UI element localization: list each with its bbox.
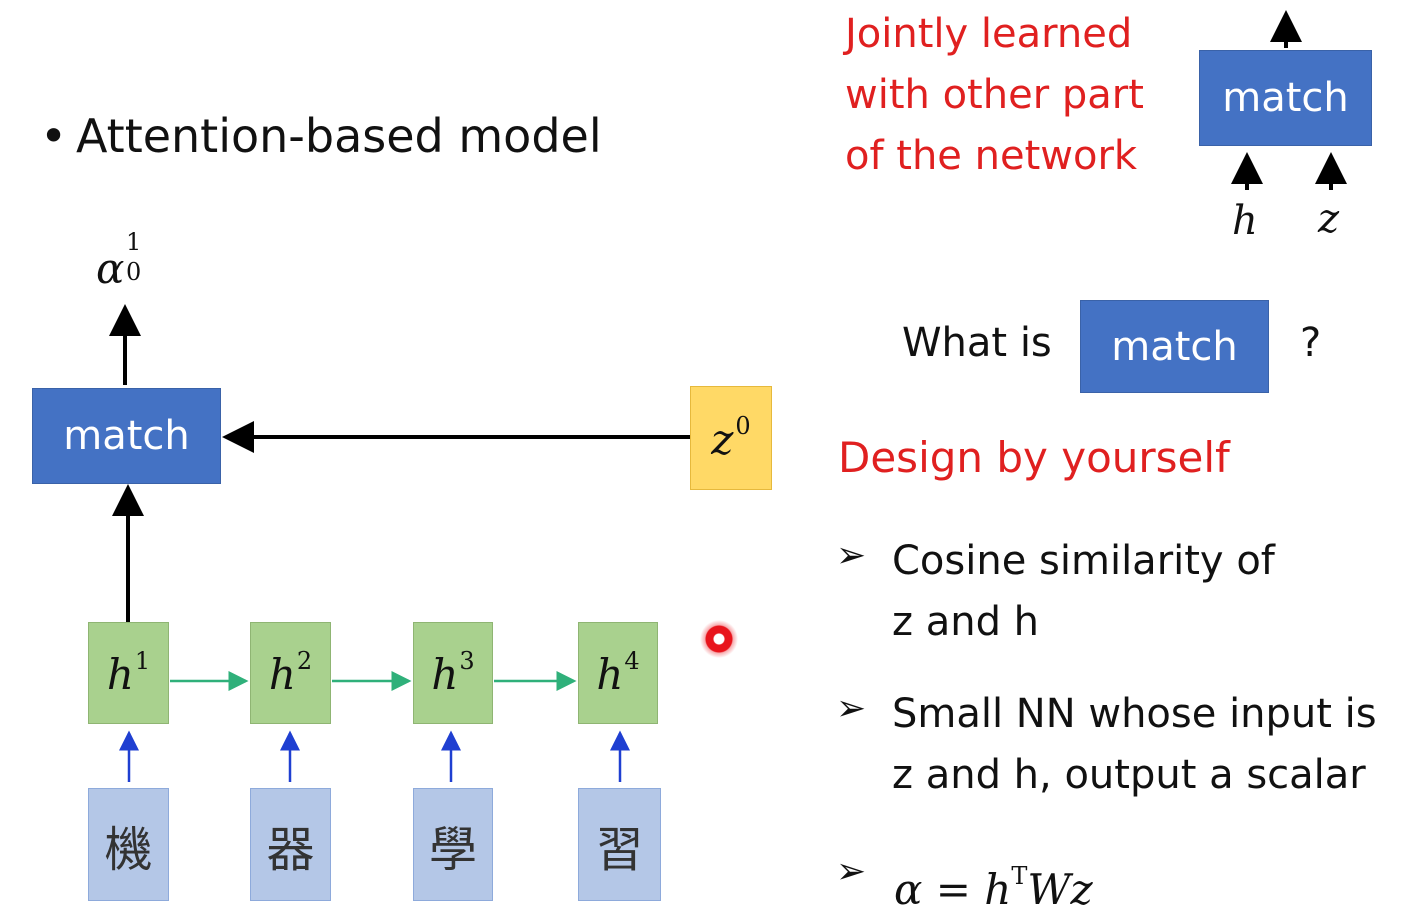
hidden-superscript: 1: [134, 647, 151, 675]
formula-rest: Wz: [1027, 865, 1093, 914]
hidden-superscript: 3: [459, 647, 475, 675]
formula-base: α = h: [894, 865, 1012, 914]
bullet-marker: •: [40, 109, 68, 163]
z0-box: z0: [690, 386, 772, 490]
input-char: 器: [266, 821, 315, 878]
hidden-base: h: [431, 650, 459, 699]
option-marker: ➢: [836, 535, 867, 576]
mini-match-box: match: [1199, 50, 1372, 146]
note-line: with other part: [845, 72, 1144, 118]
question-prefix: What is: [902, 320, 1052, 366]
match-label: match: [63, 413, 190, 459]
option-line: z and h, output a scalar: [892, 752, 1366, 798]
input-char: 機: [104, 821, 153, 878]
note-line: of the network: [845, 133, 1138, 179]
option-marker: ➢: [836, 851, 867, 892]
hidden-state-label: h2: [269, 647, 312, 699]
question-match-label: match: [1111, 323, 1238, 370]
alpha-label: α 1 0: [96, 228, 166, 298]
formula: α = hTWz: [894, 845, 1093, 921]
hidden-state-box: h1: [88, 622, 169, 724]
hidden-state-box: h4: [578, 622, 658, 724]
question-mark: ?: [1300, 320, 1322, 366]
input-char: 學: [428, 821, 477, 878]
hidden-state-box: h2: [250, 622, 331, 724]
match-box: match: [32, 388, 221, 484]
input-char: 習: [595, 821, 644, 878]
hidden-state-label: h4: [596, 647, 639, 699]
bullet-heading: •Attention-based model: [40, 108, 602, 164]
hidden-state-label: h1: [107, 647, 150, 699]
bullet-text: Attention-based model: [76, 109, 602, 163]
laser-pointer: [700, 620, 738, 658]
alpha-superscript: 1: [126, 228, 142, 256]
mini-z-label: z: [1318, 196, 1340, 242]
hidden-state-label: h3: [431, 647, 474, 699]
design-title: Design by yourself: [838, 433, 1230, 482]
z0-label: z0: [711, 412, 750, 464]
option-line: Small NN whose input is: [892, 691, 1377, 737]
jointly-learned-note: Jointly learned with other part of the n…: [845, 4, 1144, 187]
input-char-box: 學: [413, 788, 493, 901]
hidden-base: h: [268, 650, 296, 699]
mini-match-label: match: [1222, 75, 1349, 121]
alpha-symbol: α: [96, 244, 125, 293]
input-char-box: 機: [88, 788, 169, 901]
formula-superscript: T: [1011, 862, 1028, 890]
hidden-base: h: [596, 650, 624, 699]
hidden-base: h: [106, 650, 134, 699]
z0-base: z: [711, 415, 734, 464]
input-char-box: 習: [578, 788, 661, 901]
z0-superscript: 0: [735, 412, 751, 440]
hidden-superscript: 2: [296, 647, 313, 675]
question-match-box: match: [1080, 300, 1269, 393]
alpha-subscript: 0: [126, 258, 142, 286]
hidden-superscript: 4: [624, 647, 640, 675]
option-line: Cosine similarity of: [892, 538, 1275, 584]
option-marker: ➢: [836, 688, 867, 729]
input-char-box: 器: [250, 788, 331, 901]
note-line: Jointly learned: [845, 11, 1133, 57]
mini-h-label: h: [1232, 198, 1258, 244]
hidden-state-box: h3: [413, 622, 493, 724]
option-line: z and h: [892, 599, 1040, 645]
